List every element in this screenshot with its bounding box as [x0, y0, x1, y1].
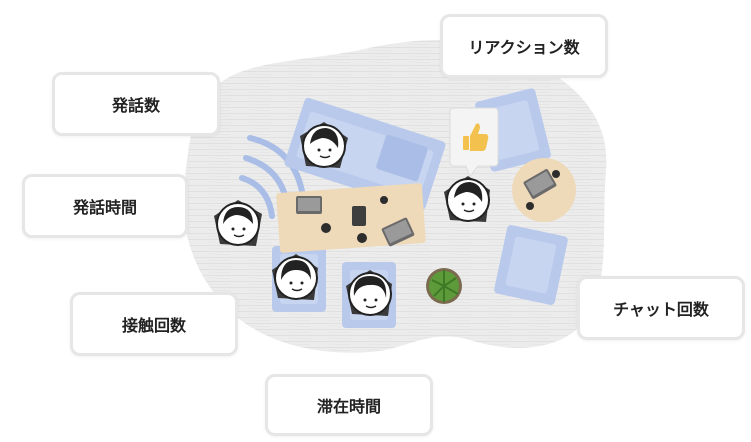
person-avatar-icon — [444, 176, 490, 222]
label-speak-count: 発話数 — [52, 72, 220, 136]
person-avatar-icon — [346, 270, 392, 316]
person-avatar-icon — [300, 122, 348, 168]
label-reaction-count: リアクション数 — [440, 14, 608, 78]
label-contact-count: 接触回数 — [70, 292, 238, 356]
laptop-icon — [296, 196, 322, 214]
laptop-icon — [523, 169, 557, 199]
armchair-right — [494, 225, 568, 305]
label-stay-time: 滞在時間 — [265, 374, 433, 436]
tablet-icon — [352, 206, 366, 226]
round-table — [512, 158, 576, 222]
label-speak-time: 発話時間 — [22, 174, 188, 238]
thumbs-up-icon — [463, 123, 489, 151]
person-avatar-icon — [214, 200, 262, 246]
plant-icon — [426, 268, 462, 304]
laptop-icon — [381, 217, 415, 247]
label-chat-count: チャット回数 — [577, 276, 745, 340]
person-avatar-icon — [272, 254, 318, 300]
meeting-table — [276, 183, 426, 253]
reaction-bubble — [449, 107, 499, 177]
